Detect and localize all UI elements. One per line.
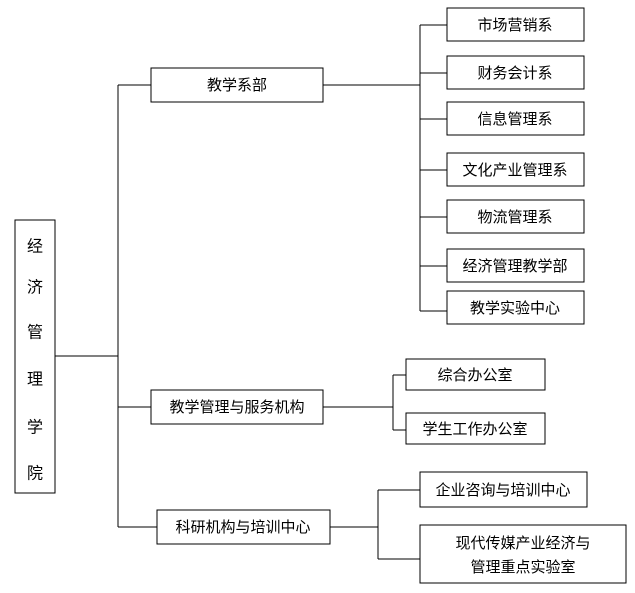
svg-text:信息管理系: 信息管理系 [477, 110, 552, 128]
svg-text:教学实验中心: 教学实验中心 [470, 299, 560, 317]
root-char: 济 [27, 278, 43, 297]
root-char: 经 [27, 237, 43, 256]
branch-label: 教学管理与服务机构 [169, 398, 304, 416]
leaf-node: 市场营销系 [446, 7, 585, 42]
svg-text:文化产业管理系: 文化产业管理系 [462, 161, 567, 179]
leaf-node: 企业咨询与培训中心 [419, 471, 588, 508]
svg-text:管理重点实验室: 管理重点实验室 [470, 558, 575, 576]
leaf-node: 经济管理教学部 [446, 248, 585, 283]
leaf-node: 文化产业管理系 [446, 152, 585, 187]
branch-label: 科研机构与培训中心 [175, 518, 310, 536]
svg-text:企业咨询与培训中心: 企业咨询与培训中心 [435, 481, 570, 499]
branch-node-research-training: 科研机构与培训中心 [156, 509, 331, 545]
svg-text:物流管理系: 物流管理系 [477, 208, 552, 226]
root-node: 经 济 管 理 学 院 [14, 219, 56, 494]
root-char: 理 [27, 370, 43, 389]
svg-text:现代传媒产业经济与: 现代传媒产业经济与 [455, 534, 590, 552]
leaf-node: 综合办公室 [405, 358, 546, 391]
root-char: 管 [27, 323, 43, 342]
leaf-node: 现代传媒产业经济与 管理重点实验室 [419, 524, 627, 584]
leaf-node: 物流管理系 [446, 199, 585, 234]
branch-label: 教学系部 [207, 76, 267, 94]
branch-node-admin-services: 教学管理与服务机构 [150, 389, 324, 425]
leaf-node: 学生工作办公室 [405, 412, 546, 445]
svg-text:财务会计系: 财务会计系 [477, 64, 552, 82]
leaf-node: 财务会计系 [446, 55, 585, 90]
leaf-node: 信息管理系 [446, 101, 585, 136]
svg-text:学生工作办公室: 学生工作办公室 [422, 420, 527, 438]
leaf-node: 教学实验中心 [446, 290, 585, 325]
branch-node-teaching-departments: 教学系部 [150, 67, 324, 103]
svg-text:经济管理教学部: 经济管理教学部 [462, 257, 567, 275]
root-char: 院 [27, 464, 43, 483]
root-char: 学 [27, 418, 43, 437]
svg-text:市场营销系: 市场营销系 [477, 16, 552, 34]
connector-lines [55, 24, 447, 560]
svg-text:综合办公室: 综合办公室 [437, 366, 512, 384]
